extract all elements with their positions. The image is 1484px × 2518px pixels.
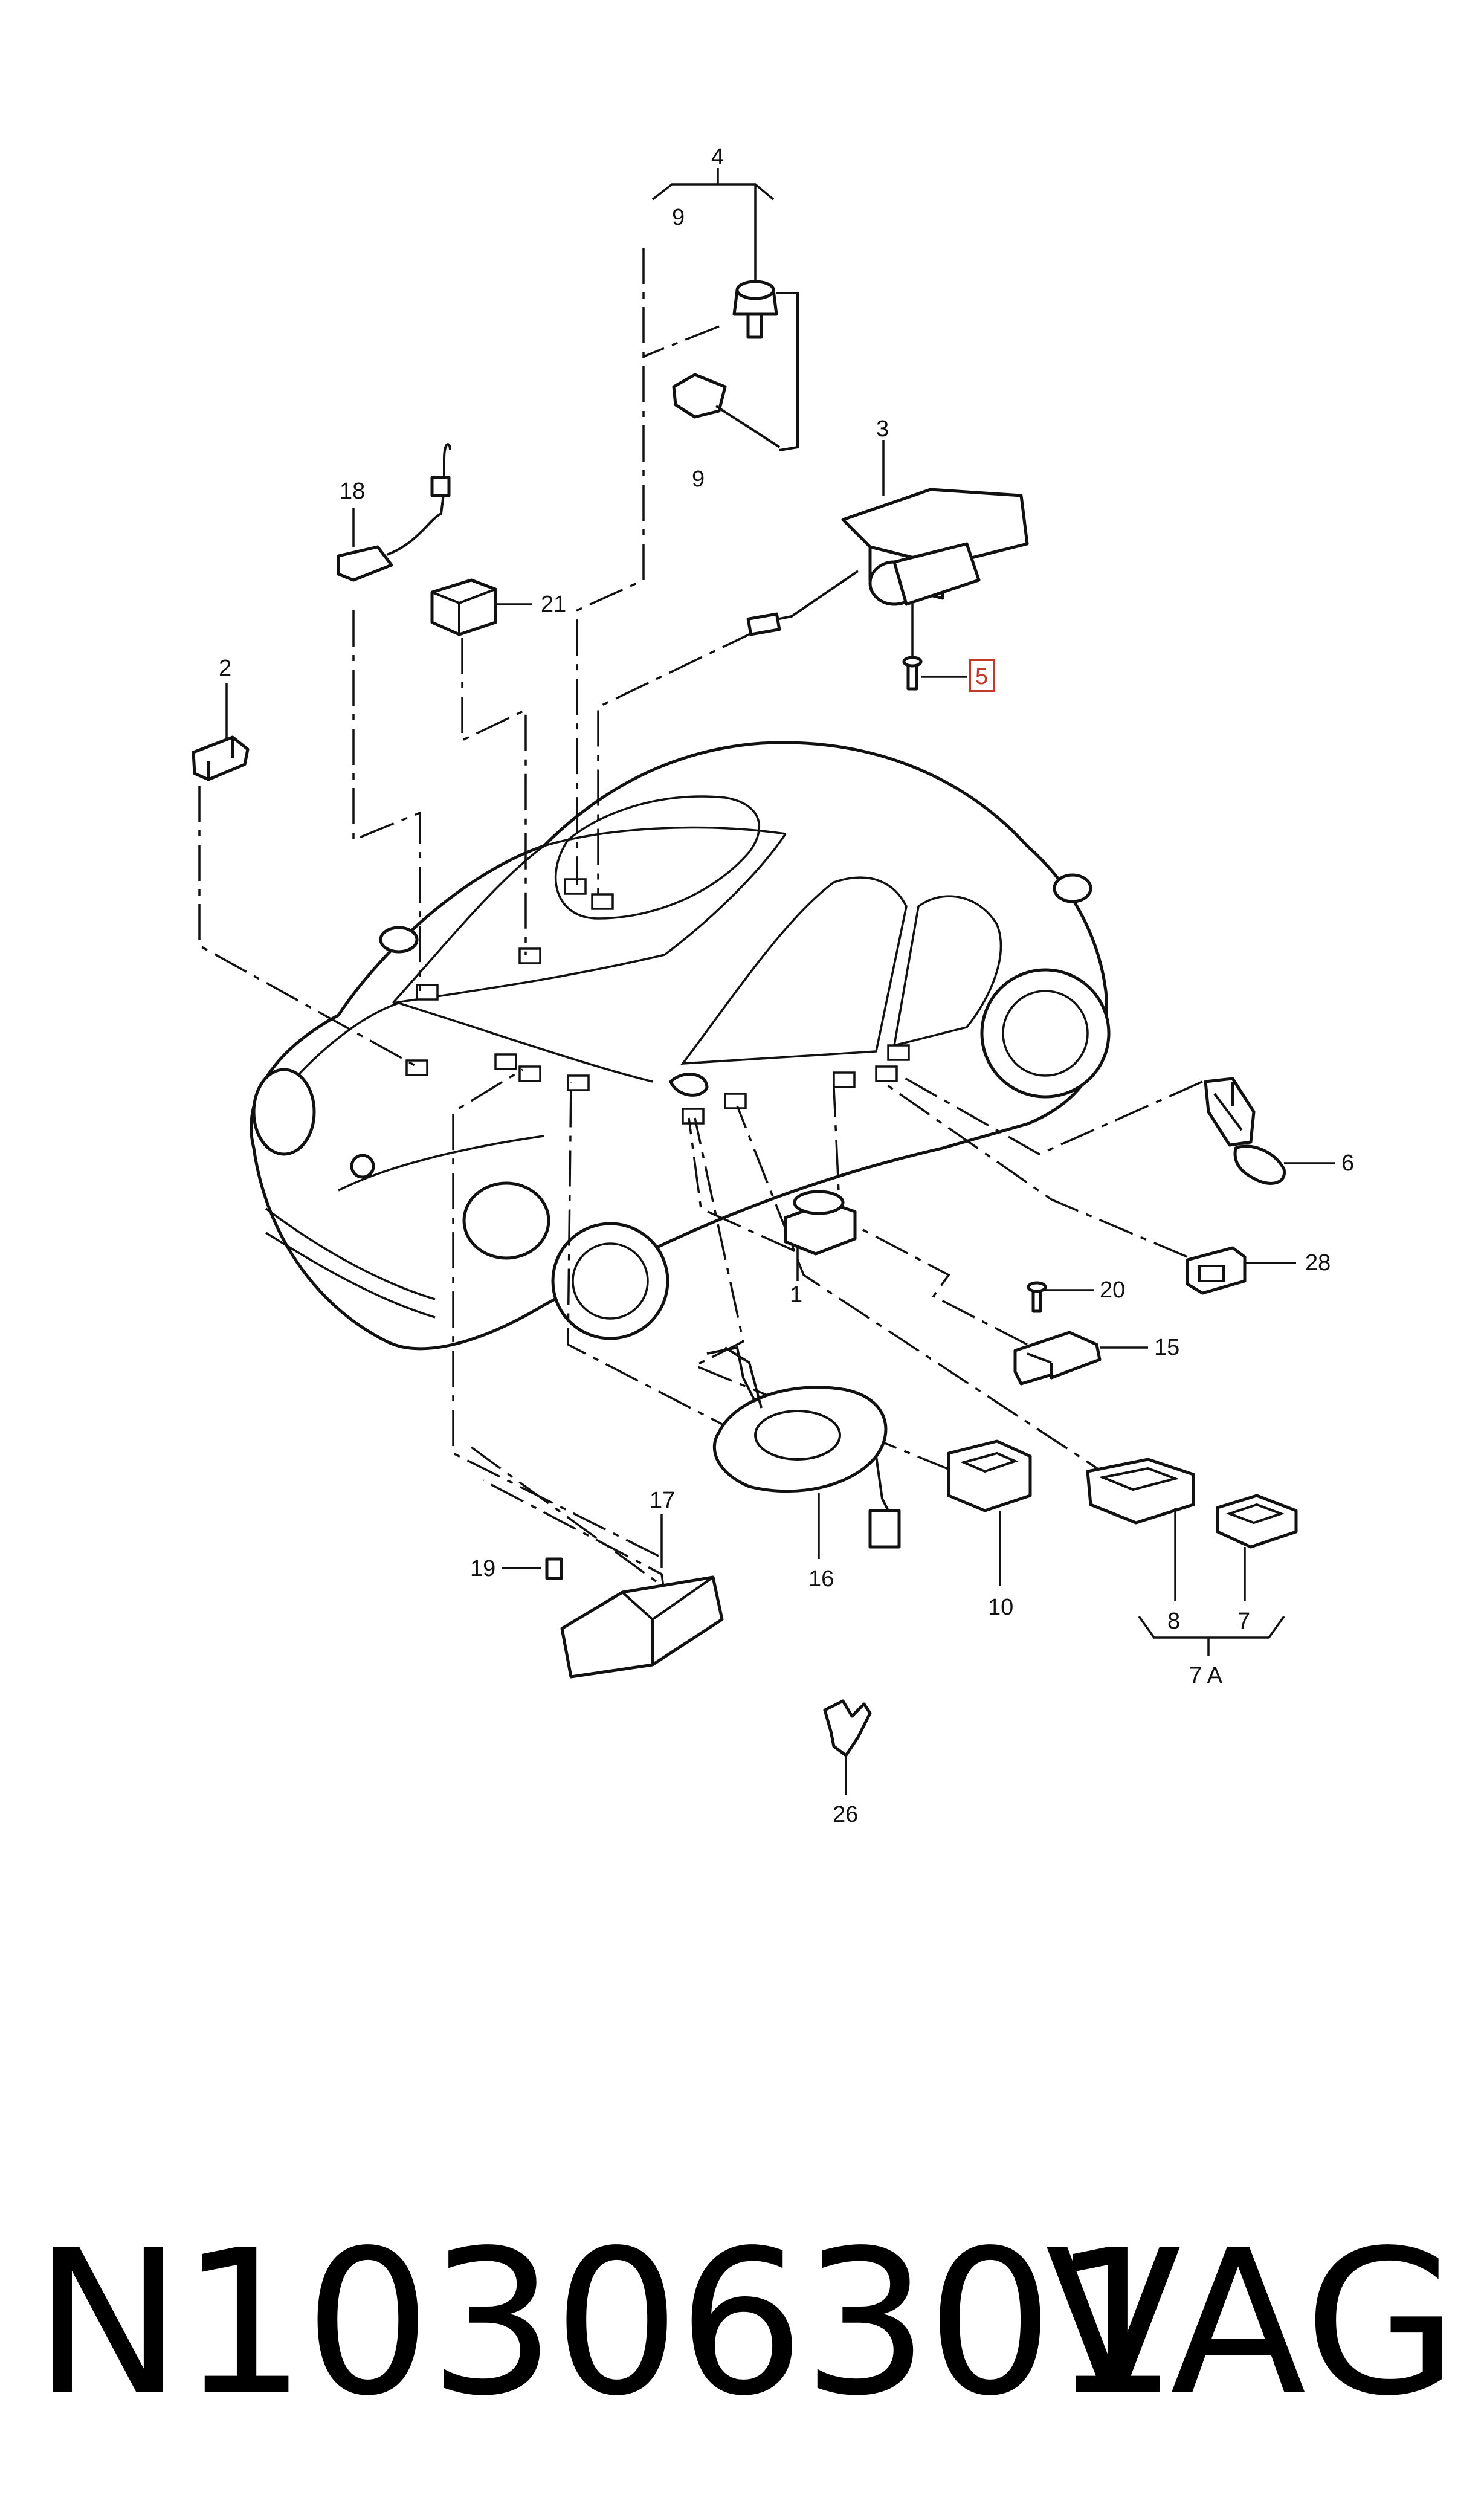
part-18-connector (337, 443, 451, 582)
part-6-grommet (1204, 1077, 1335, 1185)
callout-16: 16 (808, 1566, 834, 1592)
part-28-connector (1186, 1246, 1296, 1295)
part-10-window-switch (947, 1439, 1032, 1586)
callout-19: 19 (470, 1556, 495, 1581)
part-1-switch (784, 1190, 857, 1281)
part-15-bracket (1013, 1331, 1148, 1386)
part-3-motor (746, 440, 1029, 636)
car-body-illustration (250, 741, 1111, 1351)
part-5-screw (902, 604, 995, 692)
bracket-7a (1138, 1615, 1285, 1656)
part-21-switch (430, 578, 532, 636)
callout-5: 5 (975, 664, 988, 689)
part-19-nut (502, 1557, 563, 1580)
part-17-control-module (560, 1514, 724, 1679)
brand-footer: VAG (1045, 2207, 1460, 2439)
callout-labels: 4 9 9 3 5 18 21 2 6 28 20 15 1 16 10 8 7… (219, 144, 1354, 1827)
callout-1: 1 (790, 1282, 802, 1308)
part-5-highlight-box (969, 659, 995, 692)
part-20-screw (1027, 1281, 1094, 1313)
callout-9-bottom: 9 (692, 466, 705, 492)
part-26-clip (823, 1699, 872, 1795)
callout-17: 17 (650, 1488, 675, 1513)
part-number-footer: N10306301 (33, 2207, 1178, 2439)
callout-26: 26 (833, 1802, 858, 1827)
part-7-cover (1216, 1494, 1298, 1601)
callout-8: 8 (1167, 1609, 1180, 1634)
callout-4: 4 (711, 144, 724, 170)
callout-7a: 7 A (1189, 1663, 1223, 1688)
part-16-clock-spring (706, 1346, 901, 1559)
callout-15: 15 (1154, 1335, 1179, 1360)
part-8-bezel (1086, 1458, 1195, 1601)
callout-3: 3 (876, 416, 889, 442)
callout-28: 28 (1305, 1250, 1331, 1276)
location-leader-lines (198, 248, 1203, 1596)
callout-9-top: 9 (672, 205, 685, 230)
callout-7: 7 (1237, 1609, 1250, 1634)
callout-21: 21 (541, 592, 566, 617)
part-2-sensor (192, 683, 250, 781)
callout-18: 18 (340, 479, 365, 504)
callout-2: 2 (219, 656, 231, 681)
part-4-sensor (651, 168, 799, 451)
callout-10: 10 (988, 1595, 1013, 1620)
callout-20: 20 (1100, 1277, 1125, 1303)
callout-6: 6 (1341, 1151, 1354, 1176)
